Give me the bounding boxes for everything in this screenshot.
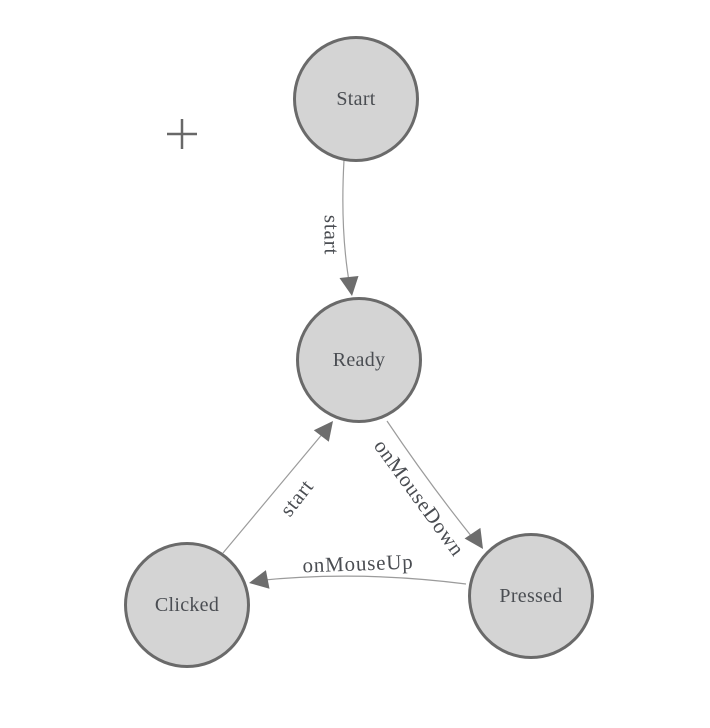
plus-icon[interactable]: [167, 119, 197, 149]
state-node-label: Start: [336, 87, 376, 110]
state-node-start[interactable]: Start: [293, 36, 419, 162]
state-node-pressed[interactable]: Pressed: [468, 533, 594, 659]
edge-label-onmouseup: onMouseUp: [302, 549, 414, 578]
edge-label-start-to-ready: start: [319, 214, 344, 256]
edge-pressed-to-clicked: [249, 570, 467, 589]
state-node-label: Pressed: [499, 584, 563, 607]
arrowhead-icon: [313, 421, 333, 442]
state-node-clicked[interactable]: Clicked: [124, 542, 250, 668]
edge-clicked-to-ready: [222, 421, 333, 554]
arrowhead-icon: [249, 570, 270, 589]
arrowhead-icon: [339, 276, 359, 296]
edge-line-pressed-to-clicked[interactable]: [253, 575, 467, 585]
edge-start-to-ready: [339, 159, 359, 296]
arrowhead-icon: [464, 527, 483, 549]
edge-line-clicked-to-ready[interactable]: [222, 431, 325, 554]
state-node-label: Ready: [332, 348, 386, 371]
state-node-ready[interactable]: Ready: [296, 297, 422, 423]
edge-line-start-to-ready[interactable]: [342, 159, 351, 288]
state-node-label: Clicked: [154, 593, 220, 616]
edge-ready-to-pressed: [386, 420, 483, 549]
edge-line-ready-to-pressed[interactable]: [386, 420, 477, 543]
